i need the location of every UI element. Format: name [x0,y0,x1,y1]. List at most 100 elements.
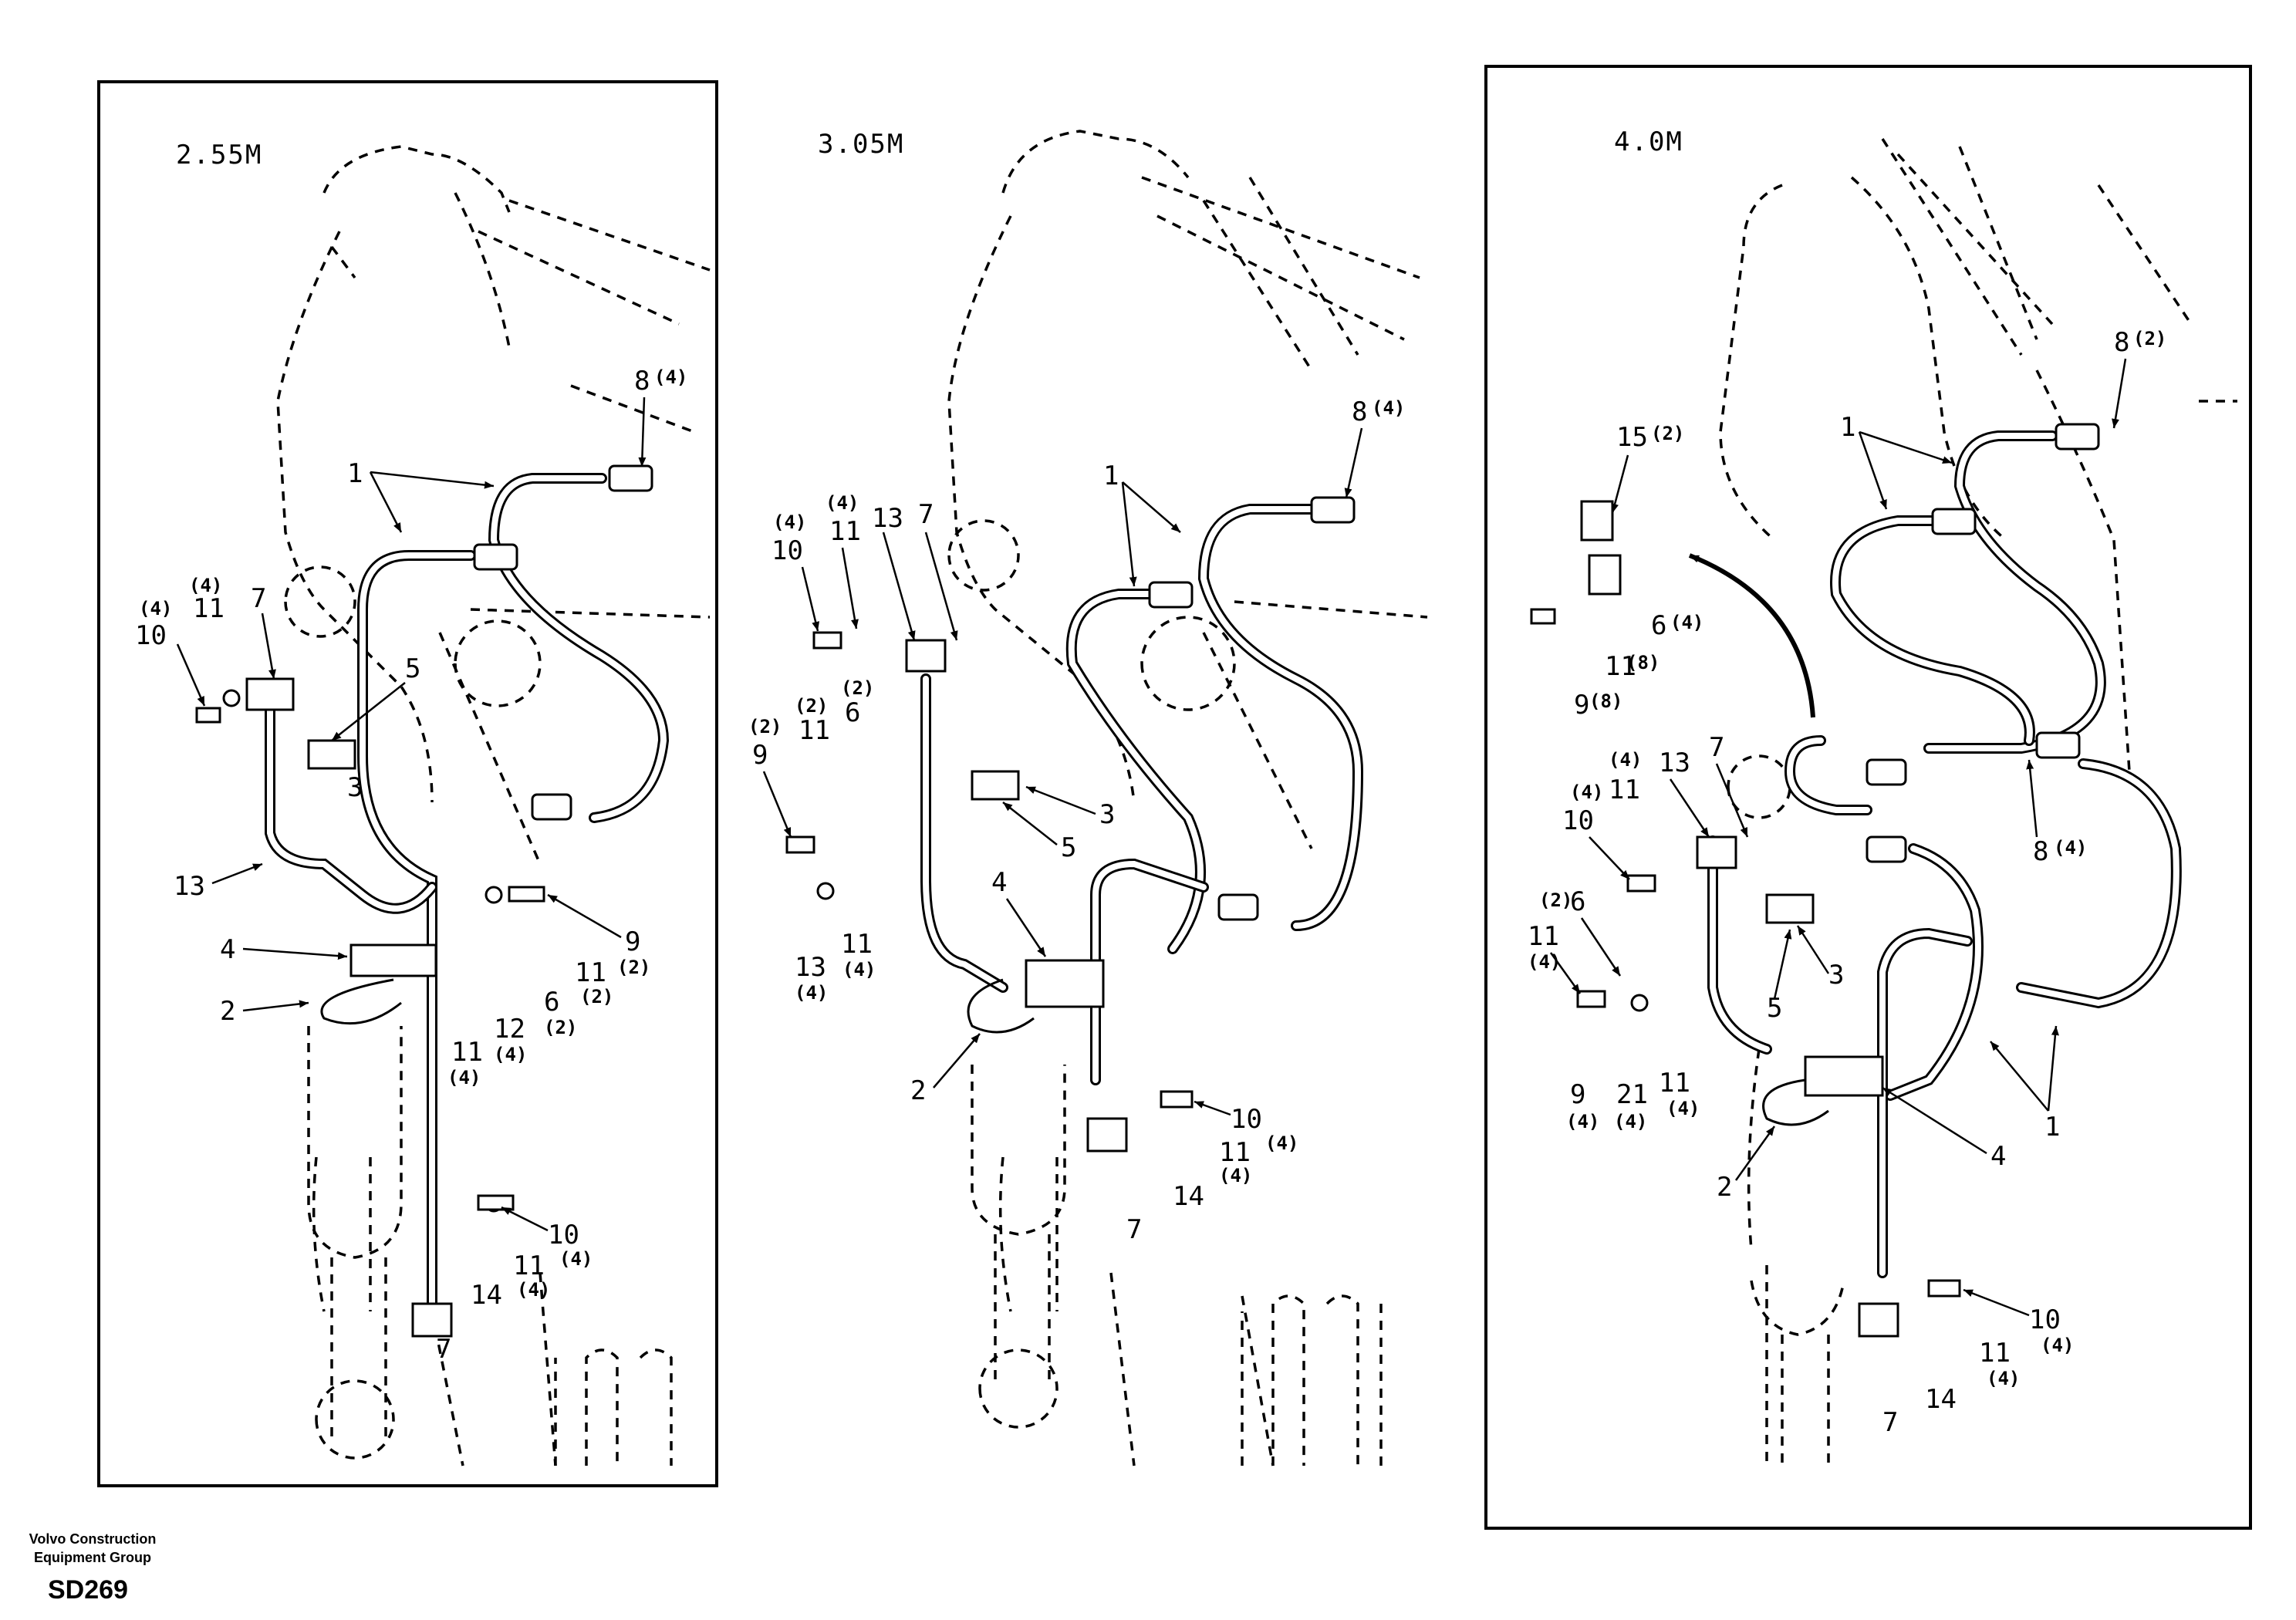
nut-3 [1630,994,1649,1012]
callout-2-10q: (4) [773,511,806,533]
panel-title-2: 3.05M [818,129,904,160]
callout-3-7b: 7 [1882,1407,1898,1438]
transfer-arrow [1688,553,1815,718]
bolt-3a [1530,608,1556,625]
publisher-label: Volvo Construction Equipment Group [0,1530,185,1567]
callout-3-11q: (8) [1626,652,1660,673]
clamp-block-1b [307,739,356,770]
callout-3-8q: (2) [2133,328,2166,349]
boom-outline-3 [1719,138,2237,1466]
drawing-code: SD269 [48,1575,128,1605]
callout-1-8q: (4) [654,366,687,388]
washer-1a [222,689,241,707]
callout-1-7b: 7 [436,1334,451,1365]
callout-1-2: 2 [220,996,235,1027]
hose-c-1-in [267,691,435,912]
callout-1-12q: (4) [494,1044,527,1065]
callout-2-5: 5 [1061,832,1076,863]
callout-2-11bq: (2) [795,695,828,717]
hose-a-3-in [1926,433,2104,751]
bolt-3c [1576,990,1606,1008]
publisher-line-1: Volvo Construction [29,1531,157,1547]
hose-a-2-in [1200,506,1362,929]
callout-3-9q: (8) [1589,690,1622,712]
callout-3-7: 7 [1709,732,1724,763]
bolt-3b [1626,874,1656,893]
fitting-3c [2035,731,2081,759]
callout-2-8q: (4) [1372,397,1405,419]
callout-1-11bq: (2) [580,986,613,1007]
hose-c-3-in [2018,761,2180,1007]
callout-2-11: 11 [829,516,861,547]
fitting-3d [1866,758,1907,786]
fitting-1b [473,543,518,571]
callout-1-6q: (2) [544,1017,577,1038]
callout-2-9: 9 [752,740,768,771]
u-bolt-2 [967,978,1035,1034]
bolt-2b [785,835,815,854]
callout-3-6bq: (2) [1539,889,1572,911]
callout-3-11e: 11 [1979,1338,2011,1369]
callout-3-11eq: (4) [1987,1368,2020,1389]
callout-3-6b: 6 [1570,886,1585,917]
callout-2-6: 6 [845,697,860,728]
fitting-3b [1931,508,1977,535]
detail-clamp-6 [1588,554,1622,596]
callout-3-13: 13 [1659,748,1690,778]
publisher-line-2: Equipment Group [34,1550,151,1565]
callout-3-4: 4 [1990,1141,2006,1172]
boom-outline-2 [947,130,1428,1466]
callout-2-14: 14 [1173,1181,1204,1212]
callout-2-11q: (4) [826,492,859,514]
callout-1-10q: (4) [139,598,172,619]
callout-2-6q: (2) [841,677,874,699]
pivot-boss-1b [284,565,356,638]
panel-title-1: 2.55M [176,140,262,170]
bottom-clamp-3 [1858,1302,1899,1338]
callout-3-11d: 11 [1659,1068,1690,1099]
callout-3-1b: 1 [2044,1112,2060,1142]
washer-1b [485,886,503,904]
callout-1-14: 14 [471,1280,502,1311]
callout-2-13b: 13 [795,952,826,983]
detail-clamp-15 [1580,500,1614,542]
pivot-boss-3 [1727,754,1791,819]
hose-g-3-in [1786,737,1870,813]
callout-2-7b: 7 [1126,1214,1142,1245]
clamp-block-1a [245,677,295,711]
callout-3-8bq: (4) [2054,837,2087,859]
callout-3-1: 1 [1840,412,1855,443]
callout-1-11q: (4) [189,575,222,596]
callout-2-10: 10 [772,535,803,566]
callout-3-11cq: (4) [1528,951,1561,973]
bottom-clamp-2 [1086,1117,1128,1153]
bolt-2a [812,631,842,650]
callout-2-9q: (2) [748,716,782,737]
bottom-clamp-1 [411,1302,453,1338]
callout-3-14: 14 [1925,1384,1957,1415]
callout-2-11dq: (4) [1219,1165,1252,1186]
hose-d-3-in [1887,845,1981,1099]
callout-3-2: 2 [1717,1172,1732,1203]
callout-3-15: 15 [1616,422,1648,453]
callout-2-10bq: (4) [1265,1132,1298,1154]
cylinder-body-3 [1750,1280,1845,1466]
callout-3-11dq: (4) [1666,1098,1700,1119]
callout-2-13: 13 [872,503,903,534]
callout-1-5: 5 [405,653,420,684]
callout-3-21: 21 [1616,1079,1648,1110]
clamp-block-3a [1696,835,1737,869]
pivot-boss-1 [454,619,542,707]
hose-c-2-in [923,676,1006,991]
bucket-teeth-2 [1241,1294,1383,1466]
clamp-block-3b [1765,893,1815,924]
panel-frame-3 [1484,65,2252,1530]
callout-2-10b: 10 [1231,1104,1262,1135]
callout-1-11: 11 [193,593,225,624]
callout-1-11dq: (4) [517,1279,550,1301]
callout-3-13q: (4) [1609,749,1642,771]
hose-d-2 [1090,858,1209,1085]
callout-1-11d: 11 [513,1250,545,1281]
u-bolt-3 [1762,1078,1829,1126]
clamp-block-2b [971,770,1020,801]
